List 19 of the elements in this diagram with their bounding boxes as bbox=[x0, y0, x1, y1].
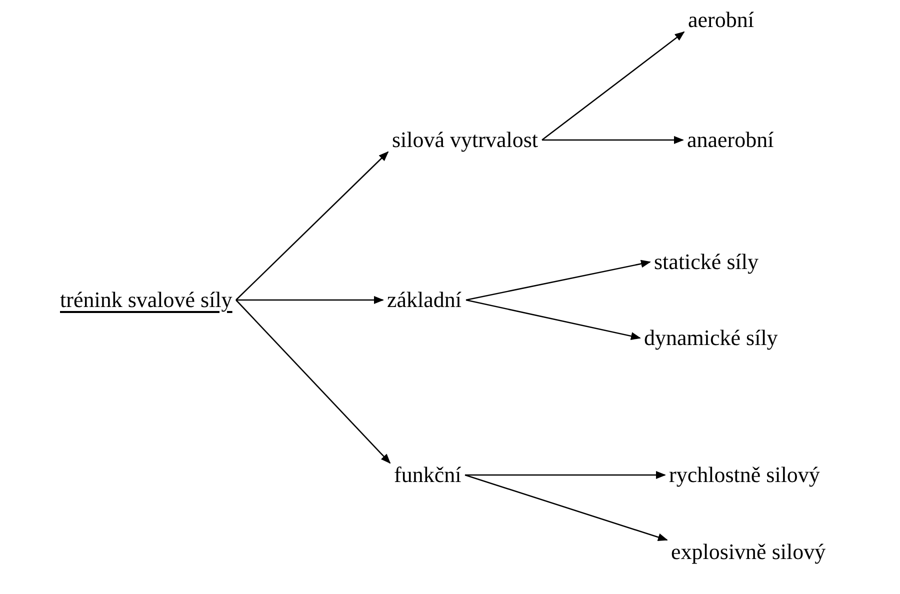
arrow bbox=[542, 31, 685, 141]
arrow bbox=[465, 471, 666, 479]
node-label: funkční bbox=[394, 462, 462, 487]
arrow bbox=[464, 474, 668, 542]
arrow bbox=[236, 300, 391, 464]
arrow bbox=[542, 136, 684, 144]
arrow bbox=[236, 296, 384, 304]
node-label: anaerobní bbox=[687, 127, 774, 152]
node-label: statické síly bbox=[654, 249, 758, 274]
node-label: základní bbox=[387, 287, 462, 312]
arrow bbox=[236, 151, 389, 300]
node-label: explosivně silový bbox=[671, 539, 826, 564]
arrow bbox=[466, 299, 641, 340]
node-label: trénink svalové síly bbox=[60, 287, 232, 312]
node-label: silová vytrvalost bbox=[392, 127, 538, 152]
node-label: dynamické síly bbox=[644, 325, 778, 350]
node-label: aerobní bbox=[688, 7, 754, 32]
node-label: rychlostně silový bbox=[669, 462, 820, 487]
arrow bbox=[466, 260, 651, 301]
